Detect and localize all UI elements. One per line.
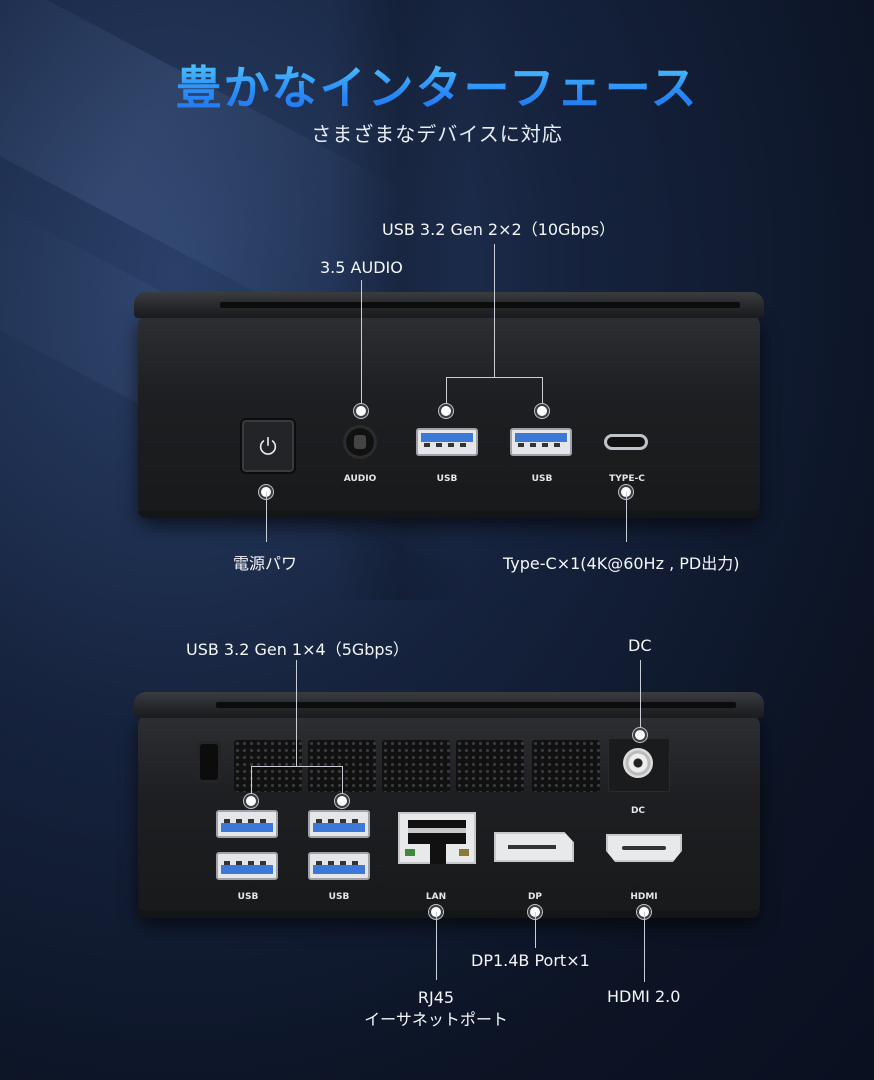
callout-line [251,766,342,767]
callout-line [251,766,252,800]
vent-grille [456,740,524,792]
usb-port-rear-1 [216,810,278,838]
lan-led-green [405,849,415,856]
vent-slot [220,302,740,308]
callout-rj45-line1: RJ45 [417,988,455,1007]
callout-line [361,280,362,410]
vent-grille [532,740,600,792]
callout-line [342,766,343,800]
mini-pc-front: AUDIO USB USB TYPE-C [134,292,764,518]
vent-grille [382,740,450,792]
callout-dp: DP1.4B Port×1 [471,951,590,970]
typec-port [604,434,648,450]
light-beam [0,0,408,333]
callout-typec: Type-C×1(4K@60Hz , PD出力) [503,554,740,573]
port-label-usb: USB [237,892,259,902]
kensington-lock-slot [200,744,218,780]
usb-port-front-2 [510,428,572,456]
port-label-usb: USB [436,474,458,484]
callout-line [626,492,627,542]
callout-line [640,660,641,733]
callout-line [266,492,267,542]
port-label-dc: DC [630,806,646,816]
power-icon [259,436,277,455]
device-edge [138,910,760,918]
usb-port-rear-2 [216,852,278,880]
usb-port-rear-3 [308,810,370,838]
callout-line [446,377,447,411]
lan-led-yellow [459,849,469,856]
callout-line [494,244,495,377]
callout-line [535,912,536,948]
device-edge [138,510,760,518]
callout-line [296,660,297,766]
lan-port [398,812,476,864]
port-label-audio: AUDIO [343,474,377,484]
callout-rj45: RJ45 イーサネットポート [364,987,508,1031]
callout-rj45-line2: イーサネットポート [364,1010,508,1029]
callout-dc: DC [628,636,652,655]
callout-audio: 3.5 AUDIO [320,258,403,277]
dc-jack-port [623,748,653,778]
power-button[interactable] [240,418,296,474]
usb-port-front-1 [416,428,478,456]
callout-line [644,912,645,982]
vent-slot [216,702,736,708]
hdmi-port [606,834,682,862]
callout-dot [356,406,366,416]
callout-power: 電源パワ [233,554,298,573]
port-label-dp: DP [527,892,543,902]
port-label-hdmi: HDMI [630,892,658,902]
callout-hdmi: HDMI 2.0 [607,987,681,1006]
port-label-typec: TYPE-C [609,474,645,484]
callout-line [542,377,543,411]
port-label-lan: LAN [425,892,447,902]
callout-line [436,912,437,980]
usb-port-rear-4 [308,852,370,880]
audio-jack-port [346,428,374,456]
callout-dot [537,406,547,416]
callout-dot [441,406,451,416]
page-subtitle: さまざまなデバイスに対応 [311,122,563,146]
page-title: 豊かなインターフェース [0,52,874,118]
callout-dot [635,730,645,740]
callout-usb-gen1: USB 3.2 Gen 1×4（5Gbps） [186,640,409,659]
port-label-usb: USB [531,474,553,484]
callout-usb-gen2: USB 3.2 Gen 2×2（10Gbps） [382,220,616,239]
port-label-usb: USB [328,892,350,902]
callout-line [446,377,542,378]
callout-dot [337,796,347,806]
displayport-port [494,832,574,862]
mini-pc-rear: DC USB USB LAN DP HDMI [134,692,764,918]
callout-dot [246,796,256,806]
